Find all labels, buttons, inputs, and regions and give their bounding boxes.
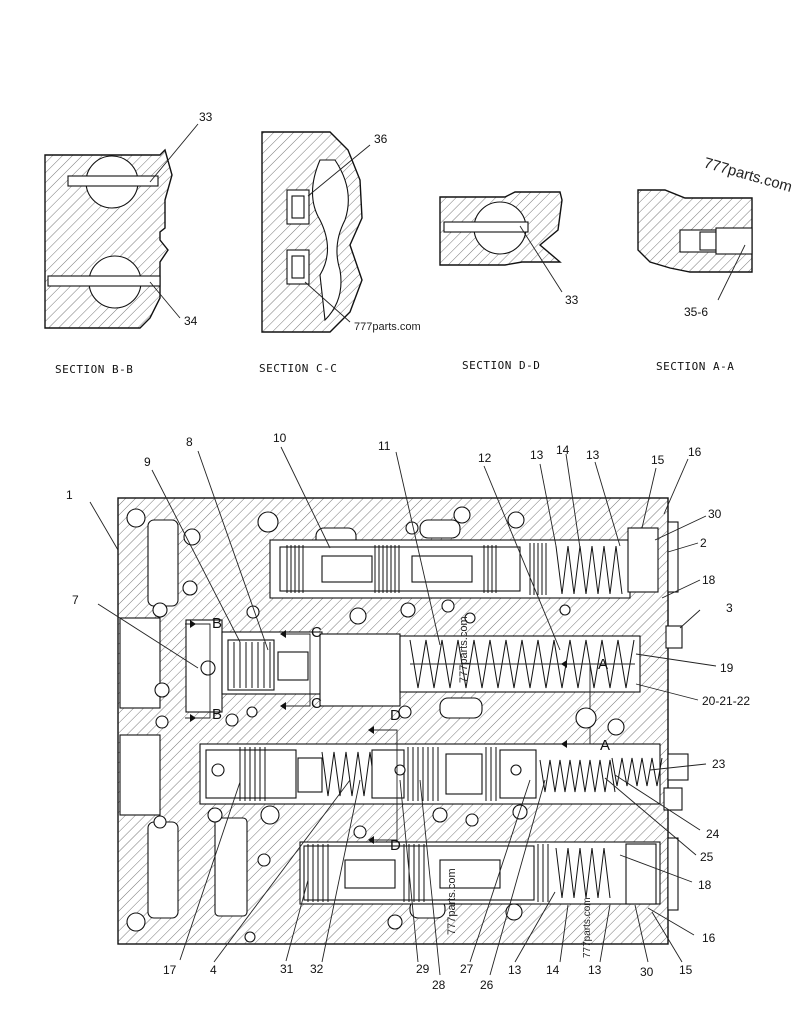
callout-26: 26	[480, 978, 494, 992]
callout-23: 23	[712, 757, 726, 771]
callout-15-top: 15	[651, 453, 665, 467]
callout-1: 1	[66, 488, 73, 502]
main-valve-body	[117, 497, 689, 945]
callout-10: 10	[273, 431, 287, 445]
callout-13-bottom-b: 13	[588, 963, 602, 977]
callout-2: 2	[700, 536, 707, 550]
section-b-b-view: 33 34 SECTION B-B	[44, 110, 213, 376]
section-a-title: SECTION A-A	[656, 360, 734, 373]
cut-marker-b-top: B	[212, 615, 222, 632]
callout-11: 11	[378, 439, 391, 453]
leader-lines	[89, 446, 717, 976]
callout-34: 34	[184, 314, 198, 328]
callout-17: 17	[163, 963, 177, 977]
callout-4: 4	[210, 963, 217, 977]
callout-16-bottom: 16	[702, 931, 716, 945]
callout-25: 25	[700, 850, 714, 864]
watermark-bottom-b: 777parts.com	[582, 897, 593, 958]
callout-14-top: 14	[556, 443, 570, 457]
callout-9: 9	[144, 455, 151, 469]
cut-marker-c-top: C	[311, 624, 322, 641]
callout-20-21-22: 20-21-22	[702, 694, 750, 708]
section-d-title: SECTION D-D	[462, 359, 540, 372]
cut-marker-d-top: D	[390, 707, 401, 724]
cut-plane-markers: B B C C D D A A	[185, 615, 610, 854]
cut-marker-b-bottom: B	[212, 706, 222, 723]
cut-marker-d-bottom: D	[390, 837, 401, 854]
callout-33-b: 33	[199, 110, 213, 124]
callout-36: 36	[374, 132, 388, 146]
callout-18-top: 18	[702, 573, 716, 587]
callout-13-top-b: 13	[586, 448, 600, 462]
section-c-title: SECTION C-C	[259, 362, 337, 375]
callout-28: 28	[432, 978, 446, 992]
section-d-d-view: 33 SECTION D-D	[439, 191, 579, 372]
callout-18-bottom: 18	[698, 878, 712, 892]
callout-19: 19	[720, 661, 734, 675]
watermark-section-c: 777parts.com	[354, 321, 421, 333]
callout-8: 8	[186, 435, 193, 449]
callout-30-bottom: 30	[640, 965, 654, 979]
callout-33-d: 33	[565, 293, 579, 307]
callout-27: 27	[460, 962, 474, 976]
callout-35-6: 35-6	[684, 305, 708, 319]
section-a-a-view: 35-6 SECTION A-A	[637, 189, 753, 373]
cut-marker-c-bottom: C	[311, 695, 322, 712]
watermark-top-right: 777parts.com	[702, 155, 794, 196]
cut-marker-a-bottom: A	[600, 737, 610, 754]
callout-15-bottom: 15	[679, 963, 693, 977]
section-c-c-view: 36 777parts.com SECTION C-C	[259, 131, 421, 375]
callout-30-top: 30	[708, 507, 722, 521]
cut-marker-a-top: A	[598, 656, 608, 673]
callout-29: 29	[416, 962, 430, 976]
callout-3: 3	[726, 601, 733, 615]
callout-12: 12	[478, 451, 492, 465]
callout-labels: 1 7 9 8 10 11 12 13 14 13 15 16 30 2 18 …	[66, 431, 750, 992]
callout-24: 24	[706, 827, 720, 841]
callout-32: 32	[310, 962, 324, 976]
callout-13-bottom-a: 13	[508, 963, 522, 977]
watermark-bottom-a: 777parts.com	[446, 868, 458, 935]
callout-31: 31	[280, 962, 294, 976]
callout-14-bottom: 14	[546, 963, 560, 977]
callout-16-top: 16	[688, 445, 702, 459]
callout-7: 7	[72, 593, 79, 607]
watermark-main-mid: 777parts.com	[458, 616, 470, 683]
section-b-title: SECTION B-B	[55, 363, 133, 376]
callout-13-top-a: 13	[530, 448, 544, 462]
